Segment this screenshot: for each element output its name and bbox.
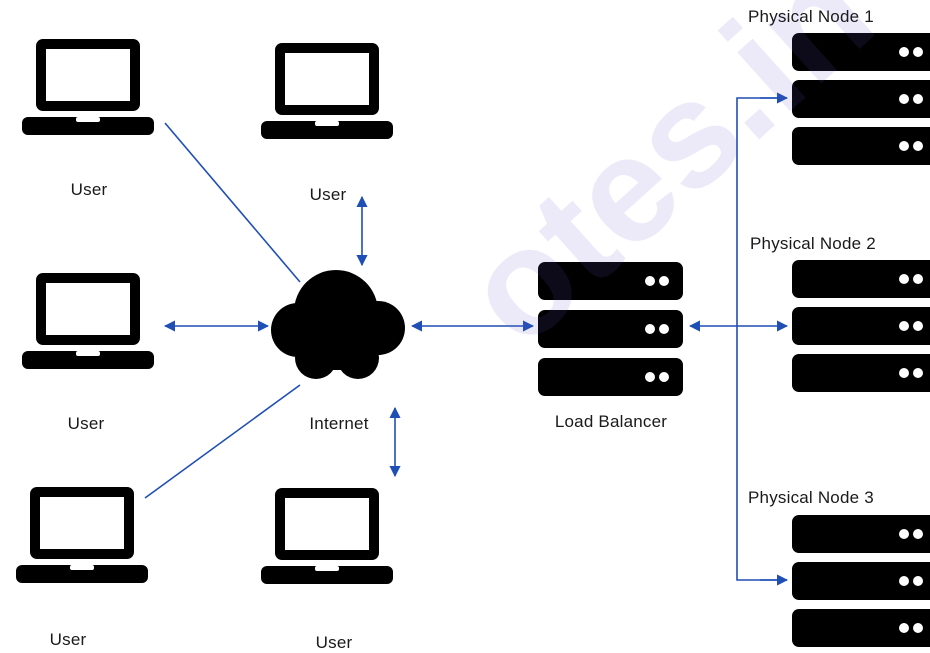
load-balancer-label: Load Balancer bbox=[554, 412, 668, 431]
physical-node-2-server-icon bbox=[792, 260, 930, 392]
laptop-icon bbox=[261, 488, 393, 584]
physical-node-1-server-icon bbox=[792, 33, 930, 165]
physical-node-2-label: Physical Node 2 bbox=[750, 234, 876, 253]
laptop-icon bbox=[22, 273, 154, 369]
physical-node-1-label: Physical Node 1 bbox=[748, 7, 874, 26]
load-balancer-server-icon bbox=[538, 262, 683, 396]
user-label: User bbox=[67, 414, 105, 433]
link-user-bottom-left bbox=[144, 384, 301, 499]
connectors bbox=[144, 92, 789, 586]
physical-node-3-label: Physical Node 3 bbox=[748, 488, 874, 507]
laptop-icon bbox=[22, 39, 154, 135]
user-label: User bbox=[315, 633, 353, 652]
user-label: User bbox=[309, 185, 347, 204]
laptop-icon bbox=[261, 43, 393, 139]
user-label: User bbox=[70, 180, 108, 199]
laptop-icon bbox=[16, 487, 148, 583]
cloud-icon bbox=[271, 270, 405, 379]
internet-label: Internet bbox=[309, 414, 369, 433]
physical-node-3-server-icon bbox=[792, 515, 930, 647]
user-label: User bbox=[49, 630, 87, 649]
link-user-top-left bbox=[164, 122, 301, 283]
